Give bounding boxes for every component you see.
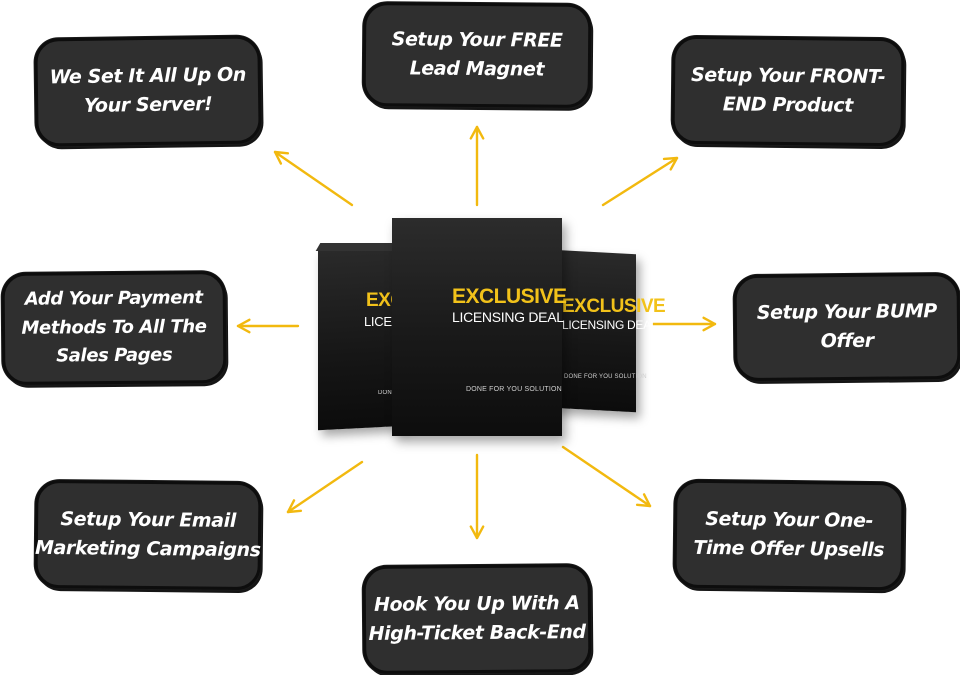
card-payment-methods-label: Add Your Payment Methods To All The Sale… bbox=[21, 287, 207, 367]
arrow-to-lead-magnet bbox=[469, 125, 485, 207]
card-front-end-product: Setup Your FRONT- END Product bbox=[671, 35, 905, 147]
card-lead-magnet-label: Setup Your FREE Lead Magnet bbox=[391, 27, 563, 81]
product-box-right-subtitle: LICENSING DEAL bbox=[562, 318, 658, 332]
arrow-to-back-end bbox=[469, 453, 485, 540]
card-bump-offer: Setup Your BUMP Offer bbox=[733, 272, 960, 382]
card-email-campaigns: Setup Your Email Marketing Campaigns bbox=[34, 479, 262, 591]
card-email-campaigns-label: Setup Your Email Marketing Campaigns bbox=[34, 507, 261, 562]
card-oto-upsells-label: Setup Your One- Time Offer Upsells bbox=[693, 507, 885, 562]
card-front-end-product-label: Setup Your FRONT- END Product bbox=[690, 63, 886, 117]
product-box-front bbox=[392, 218, 562, 436]
product-box-front-title: EXCLUSIVE bbox=[452, 285, 567, 308]
card-back-end: Hook You Up With A High-Ticket Back-End bbox=[362, 564, 592, 674]
card-bump-offer-label: Setup Your BUMP Offer bbox=[756, 299, 937, 353]
card-oto-upsells: Setup Your One- Time Offer Upsells bbox=[673, 479, 905, 591]
arrow-to-email bbox=[286, 460, 364, 514]
product-box-right-footer: DONE FOR YOU SOLUTION bbox=[564, 374, 647, 380]
card-server-setup: We Set It All Up On Your Server! bbox=[34, 35, 262, 147]
product-box-right-title: EXCLUSIVE bbox=[562, 296, 666, 317]
card-server-setup-label: We Set It All Up On Your Server! bbox=[49, 63, 247, 117]
card-back-end-label: Hook You Up With A High-Ticket Back-End bbox=[368, 591, 586, 645]
arrow-to-payment bbox=[236, 318, 300, 334]
card-lead-magnet: Setup Your FREE Lead Magnet bbox=[362, 2, 592, 108]
product-box-front-subtitle: LICENSING DEAL bbox=[452, 309, 564, 325]
arrow-to-oto-upsells bbox=[561, 445, 652, 508]
arrow-to-server bbox=[273, 150, 354, 207]
arrow-to-front-end bbox=[601, 156, 679, 207]
product-box-front-footer: DONE FOR YOU SOLUTION bbox=[466, 386, 562, 393]
arrow-to-bump-offer bbox=[651, 316, 717, 332]
product-box-left-footer: DONE FOR YOU SOLUTION bbox=[378, 390, 392, 396]
card-payment-methods: Add Your Payment Methods To All The Sale… bbox=[1, 271, 227, 385]
